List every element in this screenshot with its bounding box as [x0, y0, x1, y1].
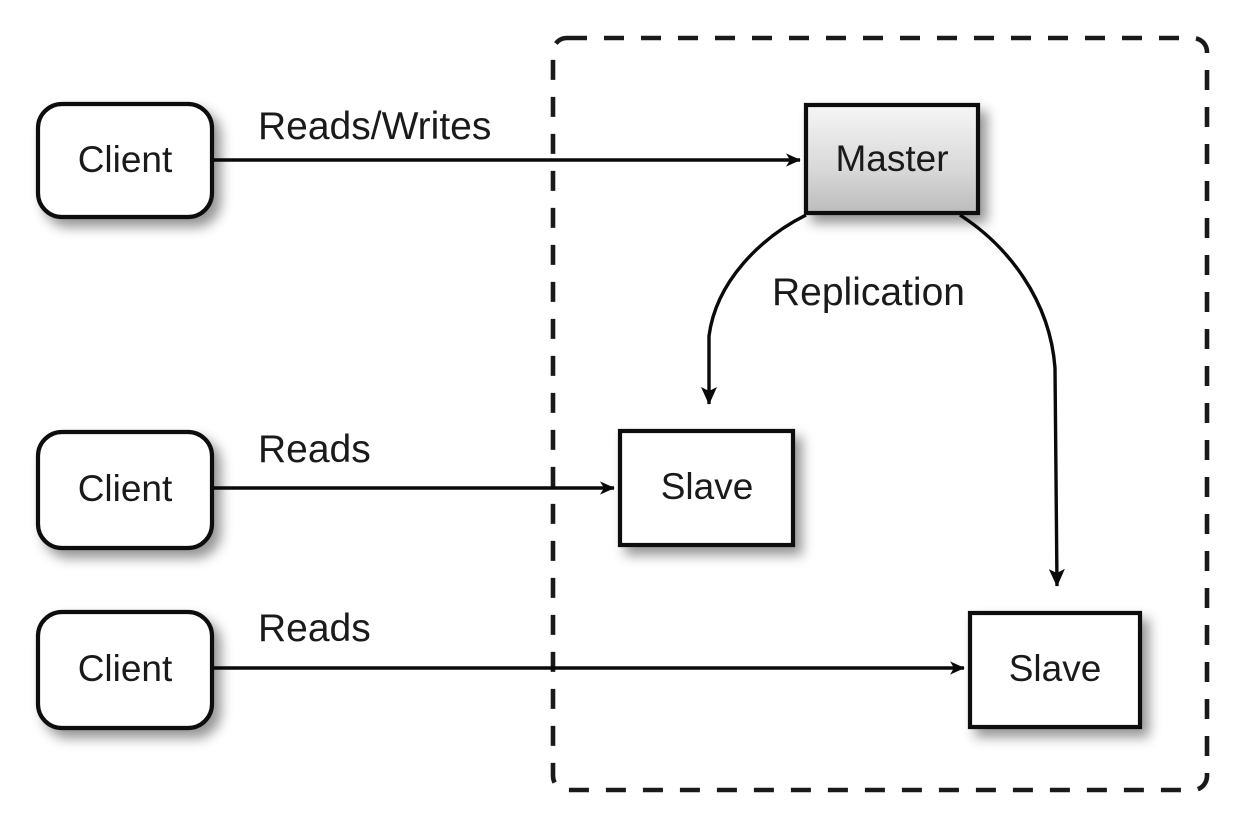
edge-master-slave1	[701, 213, 807, 405]
client-3-label: Client	[78, 648, 173, 689]
node-slave-1[interactable]: Slave	[617, 428, 796, 548]
master-label: Master	[835, 138, 948, 179]
slave-2-shape[interactable]	[967, 610, 1143, 730]
node-client-1[interactable]: Client	[35, 101, 215, 220]
edge-master-slave2	[959, 213, 1065, 587]
edge-label-reads-writes: Reads/Writes	[258, 105, 491, 148]
edge-master-slave2-path	[959, 213, 1065, 587]
client-1-shape[interactable]	[35, 101, 215, 220]
client-3-shape[interactable]	[35, 609, 215, 731]
edge-label-replication: Replication	[772, 271, 965, 314]
edge-label-reads-1: Reads	[258, 428, 371, 471]
slave-2-label: Slave	[1009, 648, 1102, 689]
client-2-label: Client	[78, 468, 173, 509]
slave-1-label: Slave	[661, 466, 754, 507]
node-slave-2[interactable]: Slave	[967, 610, 1143, 730]
node-master[interactable]: Master	[803, 102, 981, 216]
edge-label-reads-2: Reads	[258, 607, 371, 650]
node-client-3[interactable]: Client	[35, 609, 215, 731]
client-1-label: Client	[78, 139, 173, 180]
slave-1-shape[interactable]	[617, 428, 796, 548]
database-cluster-boundary	[550, 35, 1210, 793]
master-shape[interactable]	[803, 102, 981, 216]
node-client-2[interactable]: Client	[35, 429, 215, 551]
client-2-shape[interactable]	[35, 429, 215, 551]
edge-master-slave1-path	[701, 213, 807, 405]
